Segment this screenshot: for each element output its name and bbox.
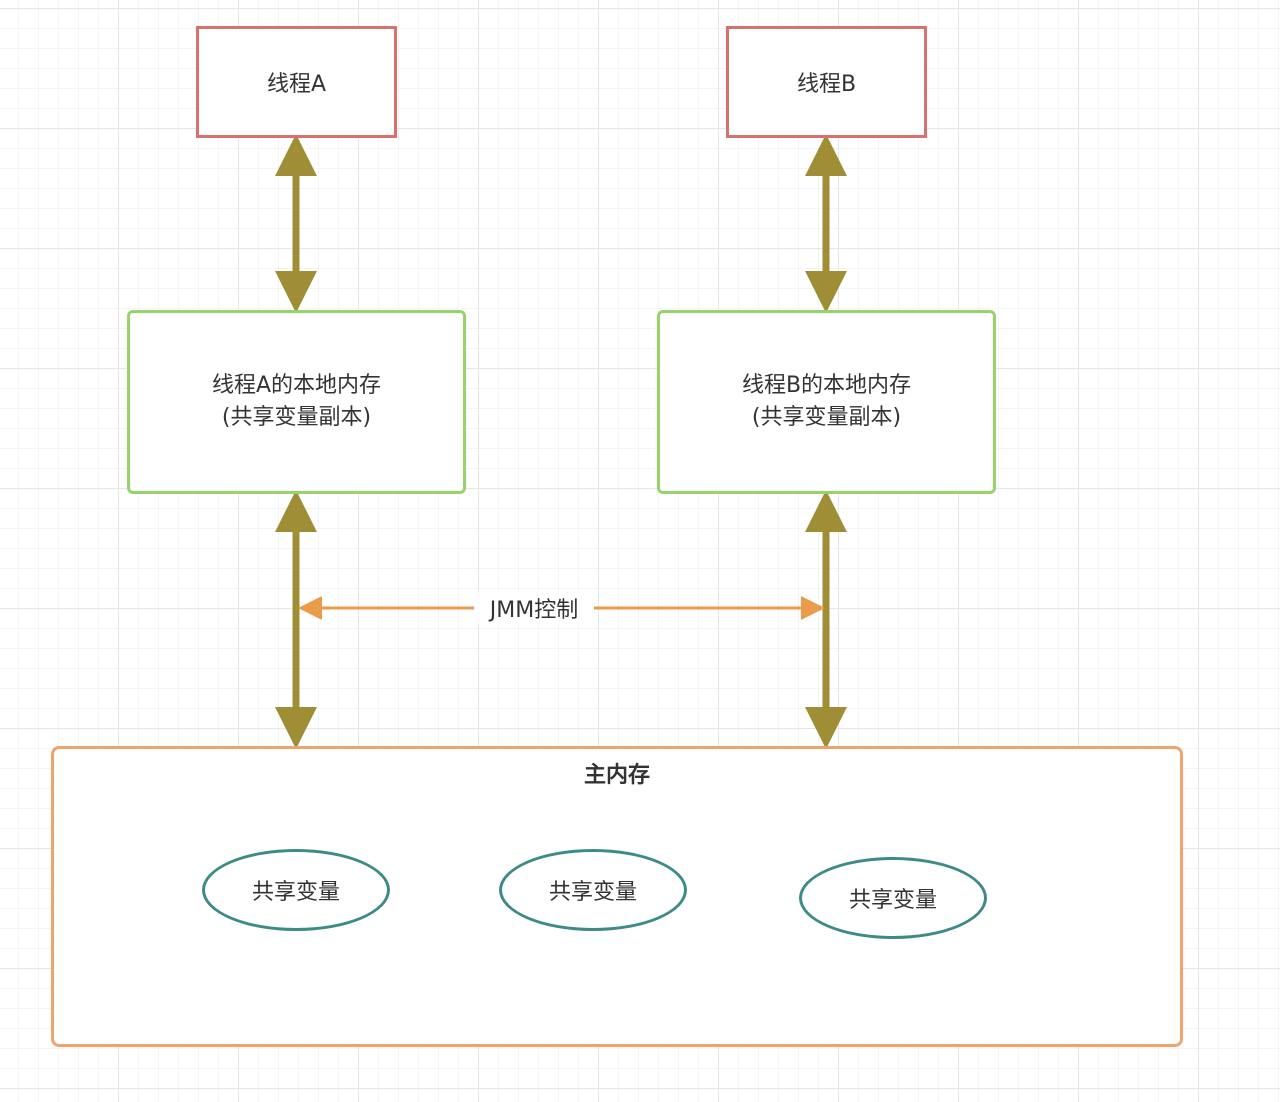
thread-a-label: 线程A xyxy=(266,72,327,97)
shared-variable-2: 共享变量 xyxy=(499,849,687,931)
thread-b-box: 线程B xyxy=(726,26,927,138)
thread-a-box: 线程A xyxy=(196,26,397,138)
shared-variable-3-label: 共享变量 xyxy=(848,888,937,913)
local-memory-a-title: 线程A的本地内存 xyxy=(211,373,382,398)
shared-variable-1: 共享变量 xyxy=(202,849,390,931)
main-memory-title: 主内存 xyxy=(583,763,650,788)
thread-b-label: 线程B xyxy=(796,72,857,97)
local-memory-b-title: 线程B的本地内存 xyxy=(741,373,912,398)
shared-variable-1-label: 共享变量 xyxy=(251,880,340,905)
shared-variable-2-label: 共享变量 xyxy=(548,880,637,905)
local-memory-b-box: 线程B的本地内存 (共享变量副本) xyxy=(657,310,996,494)
local-memory-a-box: 线程A的本地内存 (共享变量副本) xyxy=(127,310,466,494)
local-memory-b-subtitle: (共享变量副本) xyxy=(751,405,902,430)
shared-variable-3: 共享变量 xyxy=(799,857,987,939)
jmm-control-label: JMM控制 xyxy=(474,592,594,624)
local-memory-a-subtitle: (共享变量副本) xyxy=(221,405,372,430)
